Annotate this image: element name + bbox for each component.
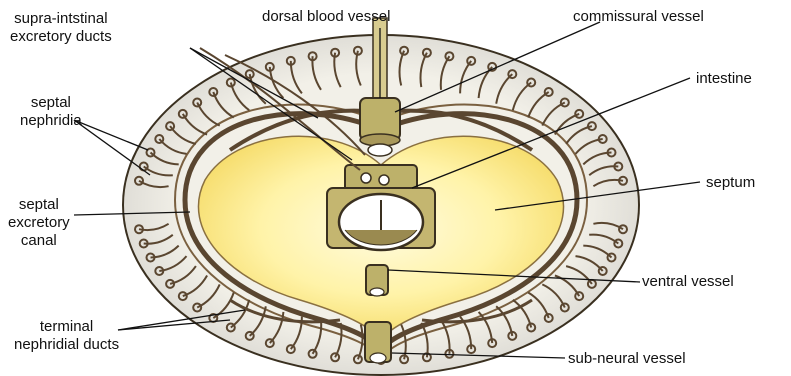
label-septal-excretory-canal: septal excretory canal [8,196,70,250]
label-terminal-nephridial-ducts: terminal nephridial ducts [14,318,119,354]
label-line: ventral vessel [642,273,734,291]
label-septum: septum [706,174,755,192]
label-line: supra-intstinal [10,10,112,28]
label-line: excretory [8,214,70,232]
label-dorsal-blood-vessel: dorsal blood vessel [262,8,390,26]
label-line: nephridial ducts [14,336,119,354]
label-line: septal [20,94,82,112]
label-intestine: intestine [696,70,752,88]
label-line: septum [706,174,755,192]
label-line: excretory ducts [10,28,112,46]
label-line: canal [8,232,70,250]
label-line: nephridia [20,112,82,130]
label-septal-nephridia: septal nephridia [20,94,82,130]
label-ventral-vessel: ventral vessel [642,273,734,291]
label-supra-intestinal-excretory-ducts: supra-intstinal excretory ducts [10,10,112,46]
label-line: commissural vessel [573,8,704,26]
label-line: septal [8,196,70,214]
label-commissural-vessel: commissural vessel [573,8,704,26]
label-line: terminal [14,318,119,336]
label-sub-neural-vessel: sub-neural vessel [568,350,686,368]
label-line: intestine [696,70,752,88]
label-line: sub-neural vessel [568,350,686,368]
label-line: dorsal blood vessel [262,8,390,26]
